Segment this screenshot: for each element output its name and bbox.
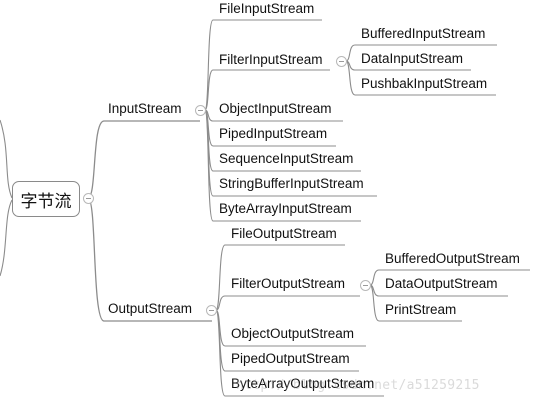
filter-output-child-data[interactable]: DataOutputStream [385,276,498,291]
root-incoming-line [0,199,13,277]
filter-output-collapse-icon[interactable] [360,280,371,291]
output-child-bytearray[interactable]: ByteArrayOutputStream [231,376,375,391]
output-child-filter[interactable]: FilterOutputStream [231,276,346,291]
output-child-object[interactable]: ObjectOutputStream [231,326,355,341]
filter-input-child-pushbak[interactable]: PushbakInputStream [361,76,488,91]
input-child-bytearray[interactable]: ByteArrayInputStream [219,201,352,216]
root-incoming-line [0,119,13,199]
filter-output-child-line [369,284,380,322]
input-child-file[interactable]: FileInputStream [219,1,315,16]
output-child-line [215,244,226,311]
filter-output-child-line [369,269,380,286]
root-label: 字节流 [20,191,72,212]
input-stream-collapse-icon[interactable] [195,105,206,116]
input-child-stringbuffer[interactable]: StringBufferInputStream [219,176,364,191]
filter-input-child-data[interactable]: DataInputStream [361,51,464,66]
filter-input-child-line [345,44,356,62]
output-child-line [215,295,226,311]
watermark-text: http://blog.csdn.net/a51259215 [236,378,480,393]
input-child-sequence[interactable]: SequenceInputStream [219,151,354,166]
output-child-piped[interactable]: PipedOutputStream [231,351,350,366]
input-stream-node[interactable]: InputStream [108,101,182,116]
root-to-output-line [87,197,105,322]
input-child-line [204,109,214,222]
filter-output-child-buffered[interactable]: BufferedOutputStream [385,251,520,266]
input-child-object[interactable]: ObjectInputStream [219,101,332,116]
filter-input-child-line [345,60,356,96]
output-child-line [215,309,226,397]
root-node[interactable]: 字节流 [12,181,80,217]
filter-output-child-print[interactable]: PrintStream [385,302,457,317]
output-stream-collapse-icon[interactable] [206,305,217,316]
filter-input-collapse-icon[interactable] [336,56,347,67]
input-child-filter[interactable]: FilterInputStream [219,52,323,67]
output-child-file[interactable]: FileOutputStream [231,226,337,241]
input-child-line [204,19,214,111]
root-to-input-line [87,120,105,199]
filter-input-child-buffered[interactable]: BufferedInputStream [361,26,486,41]
output-stream-node[interactable]: OutputStream [108,301,193,316]
root-collapse-icon[interactable] [83,193,94,204]
input-child-piped[interactable]: PipedInputStream [219,126,328,141]
